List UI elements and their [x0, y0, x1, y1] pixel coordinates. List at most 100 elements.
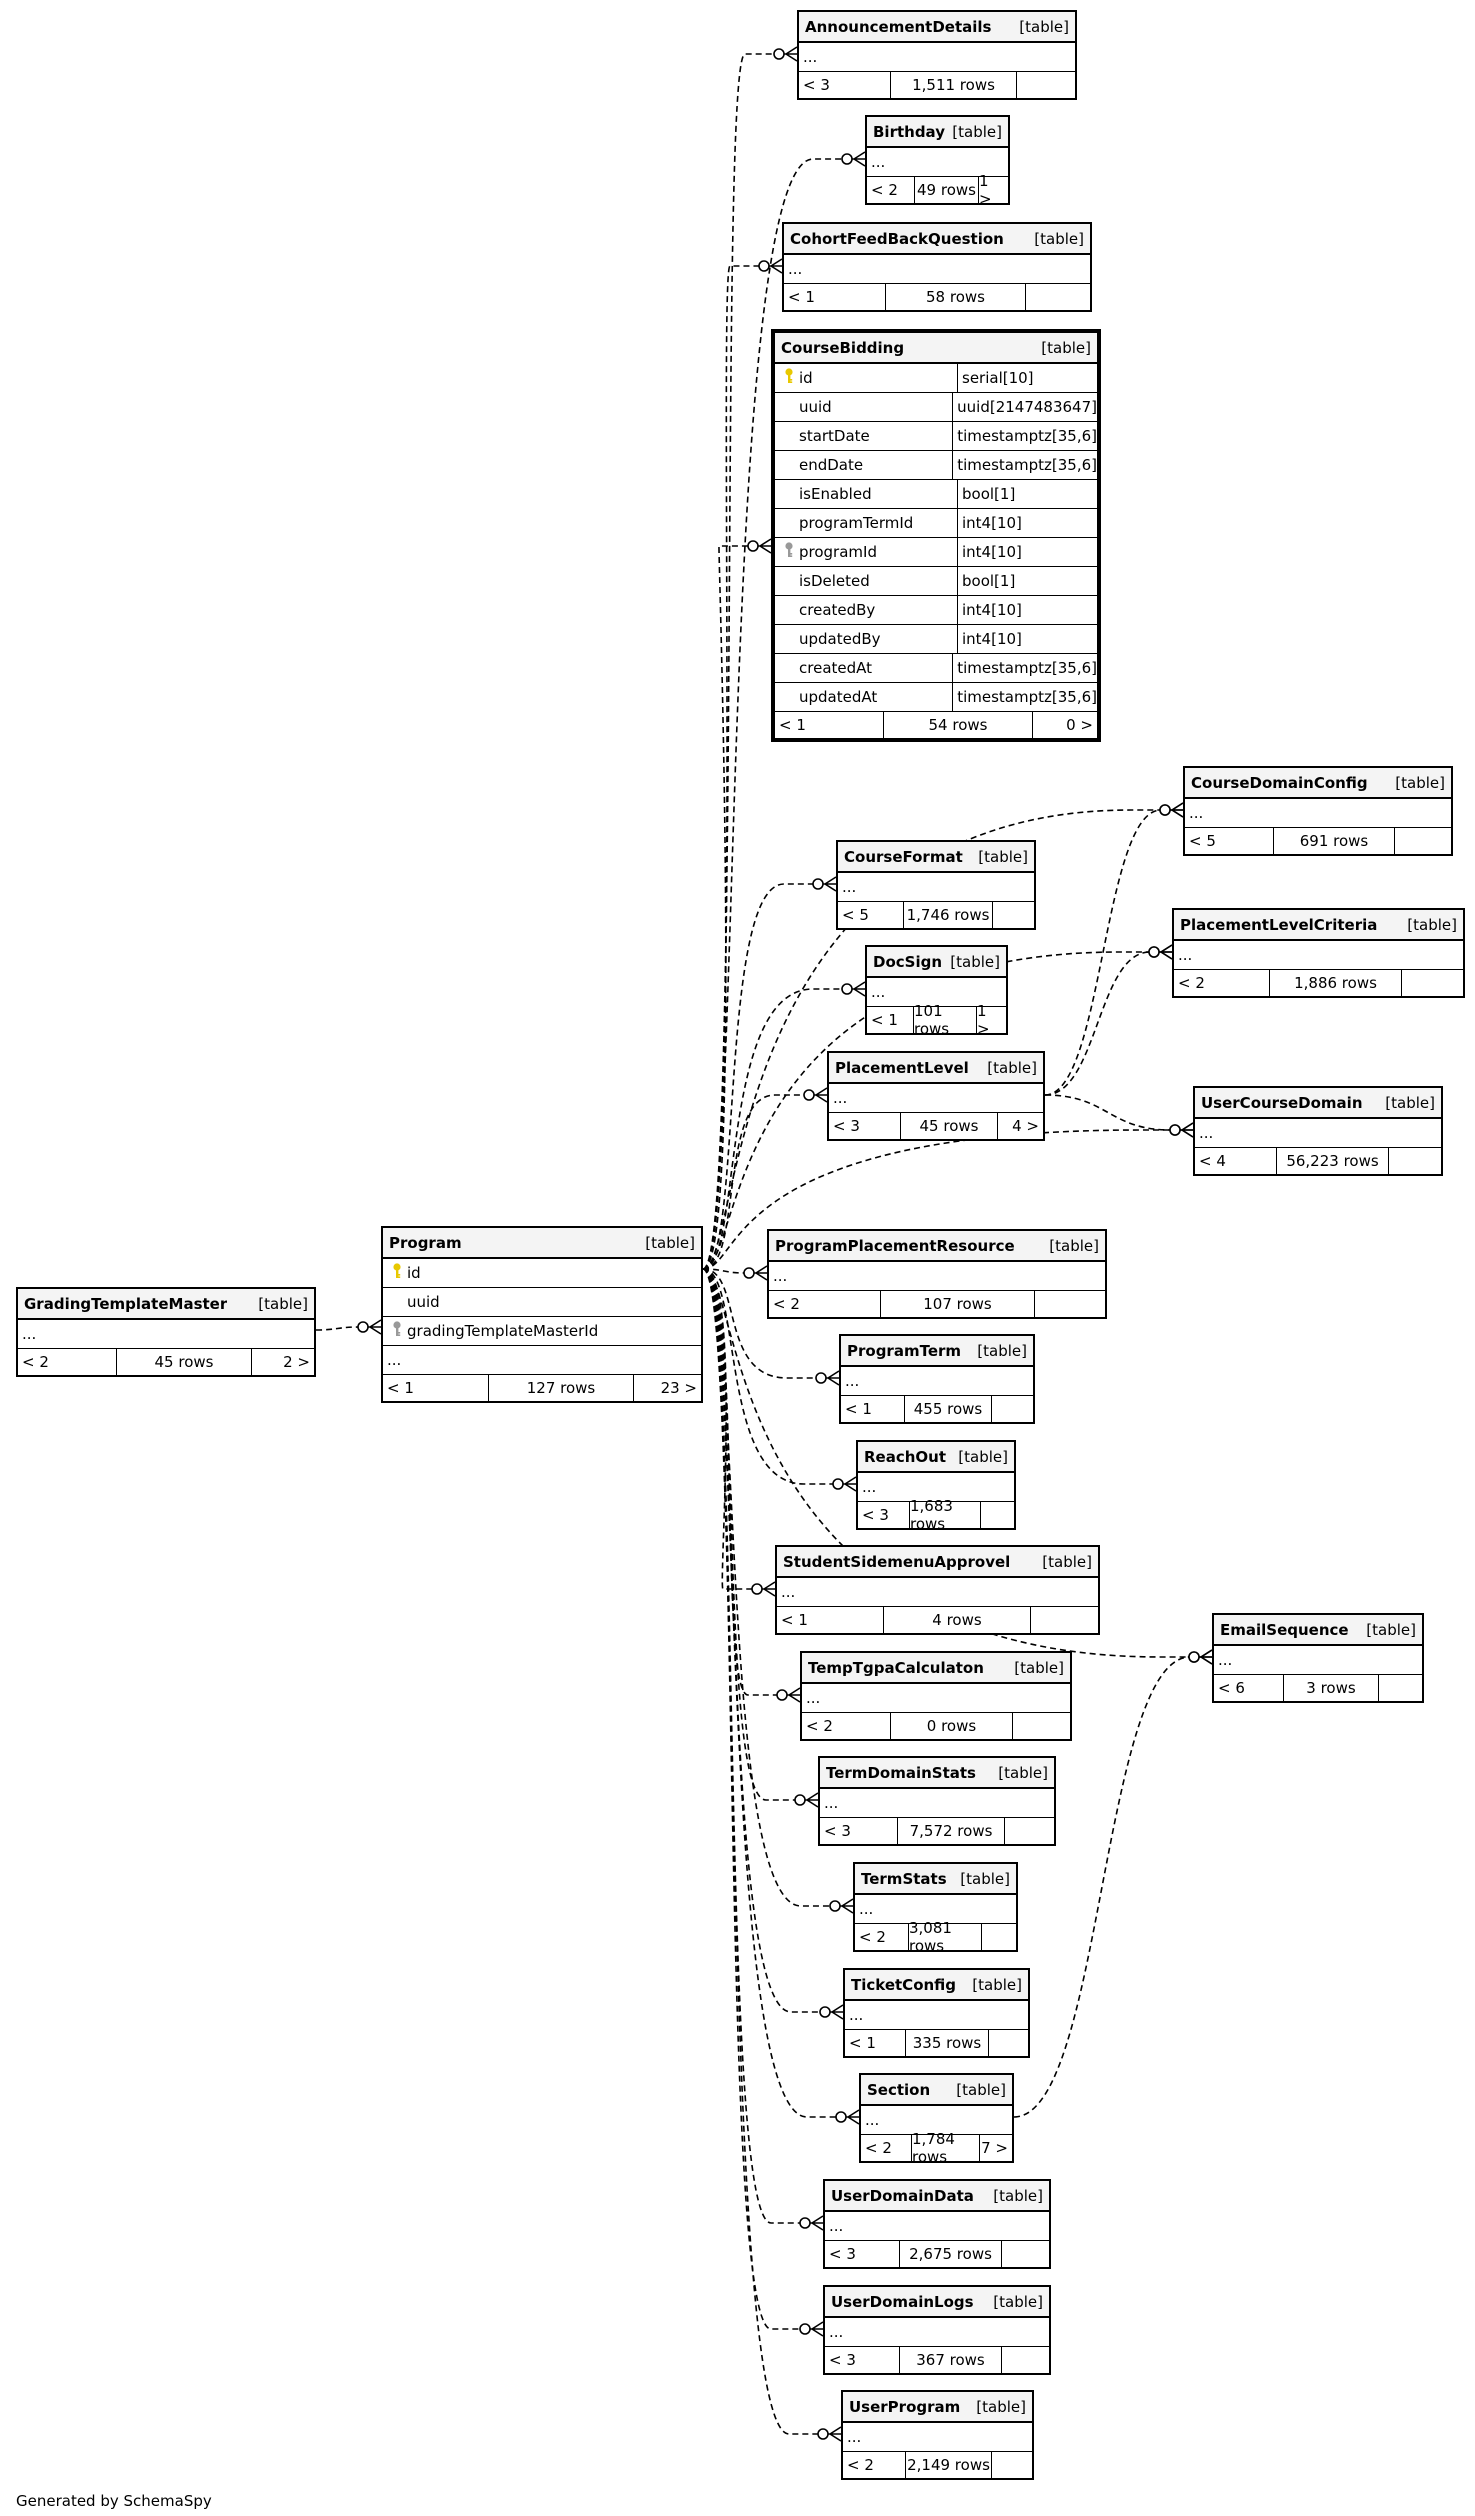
children-count[interactable]	[1031, 1607, 1098, 1633]
relationship-program-to-user-domain-data	[702, 1268, 824, 2231]
column-name: updatedAt	[799, 688, 878, 706]
parents-count[interactable]: < 3	[829, 2351, 856, 2369]
row-count: 1,683 rows	[909, 1497, 981, 1533]
children-count[interactable]	[992, 2452, 1032, 2478]
children-count[interactable]	[1035, 1291, 1105, 1317]
table-type-label: [table]	[1385, 1093, 1435, 1112]
column-cell: createdBy	[775, 596, 957, 624]
parents-count[interactable]: < 1	[845, 1400, 872, 1418]
parents-count[interactable]: < 1	[387, 1379, 414, 1397]
row-count: 1,746 rows	[903, 902, 993, 928]
children-count[interactable]	[1026, 284, 1090, 310]
parents-count[interactable]: < 6	[1218, 1679, 1245, 1697]
children-count[interactable]	[981, 1502, 1014, 1528]
parents-count[interactable]: < 2	[1178, 974, 1205, 992]
row-count: 7,572 rows	[897, 1818, 1005, 1844]
table-header: TermStats[table]	[855, 1864, 1016, 1895]
children-count[interactable]	[1395, 828, 1451, 854]
parents-count[interactable]: < 3	[824, 1822, 851, 1840]
children-count[interactable]: 1 >	[979, 172, 992, 208]
children-count[interactable]: 0 >	[1066, 716, 1093, 734]
children-count[interactable]	[1379, 1675, 1422, 1701]
children-count[interactable]	[1005, 1818, 1054, 1844]
children-count[interactable]	[989, 2030, 1028, 2056]
children-count[interactable]	[1013, 1713, 1070, 1739]
children-count[interactable]: 1 >	[977, 1002, 990, 1038]
column-name: id	[799, 369, 813, 387]
parents-count[interactable]: < 3	[862, 1506, 889, 1524]
more-columns-row: ...	[1185, 799, 1451, 828]
table-name: ProgramTerm	[847, 1341, 962, 1360]
children-count[interactable]	[982, 1924, 1016, 1950]
parents-count[interactable]: < 2	[859, 1928, 886, 1946]
table-type-label: [table]	[1049, 1236, 1099, 1255]
children-count[interactable]: 4 >	[1012, 1117, 1039, 1135]
children-count[interactable]	[1002, 2347, 1049, 2373]
column-datatype: timestamptz[35,6]	[952, 451, 1097, 479]
children-count[interactable]	[1017, 72, 1075, 98]
column-cell: isEnabled	[775, 480, 957, 508]
parents-count[interactable]: < 2	[871, 181, 898, 199]
relationship-program-to-ticket-config	[702, 1268, 844, 2020]
table-name: TicketConfig	[851, 1975, 957, 1994]
children-count[interactable]	[1002, 2241, 1049, 2267]
parents-count[interactable]: < 5	[842, 906, 869, 924]
parents-count[interactable]: < 5	[1189, 832, 1216, 850]
parents-count[interactable]: < 2	[806, 1717, 833, 1735]
children-count[interactable]	[992, 1396, 1033, 1422]
parents-count[interactable]: < 3	[833, 1117, 860, 1135]
parents-count[interactable]: < 1	[781, 1611, 808, 1629]
parents-count[interactable]: < 2	[22, 1353, 49, 1371]
column-name: uuid	[799, 398, 832, 416]
table-name: PlacementLevelCriteria	[1180, 915, 1378, 934]
children-count[interactable]	[1402, 970, 1463, 996]
table-header: UserDomainLogs[table]	[825, 2287, 1049, 2318]
column-name: programTermId	[799, 514, 914, 532]
parents-count[interactable]: < 2	[847, 2456, 874, 2474]
parents-count[interactable]: < 1	[871, 1011, 898, 1029]
parents-count[interactable]: < 3	[803, 76, 830, 94]
more-columns-row: ...	[769, 1262, 1105, 1291]
relationship-placement-level-to-user-course-domain	[1044, 1094, 1194, 1138]
more-columns-row: ...	[18, 1320, 314, 1349]
children-count[interactable]	[1389, 1148, 1441, 1174]
parents-count[interactable]: < 1	[788, 288, 815, 306]
parents-count[interactable]: < 2	[773, 1295, 800, 1313]
children-count[interactable]: 7 >	[981, 2139, 1008, 2157]
children-count[interactable]	[993, 902, 1034, 928]
primary-key-icon	[387, 1263, 407, 1283]
parents-count[interactable]: < 2	[865, 2139, 892, 2157]
children-count[interactable]: 2 >	[283, 1353, 310, 1371]
parents-count[interactable]: < 4	[1199, 1152, 1226, 1170]
parents-count[interactable]: < 1	[779, 716, 806, 734]
children-count[interactable]: 23 >	[660, 1379, 697, 1397]
parents-count[interactable]: < 1	[849, 2034, 876, 2052]
parents-count[interactable]: < 3	[829, 2245, 856, 2263]
